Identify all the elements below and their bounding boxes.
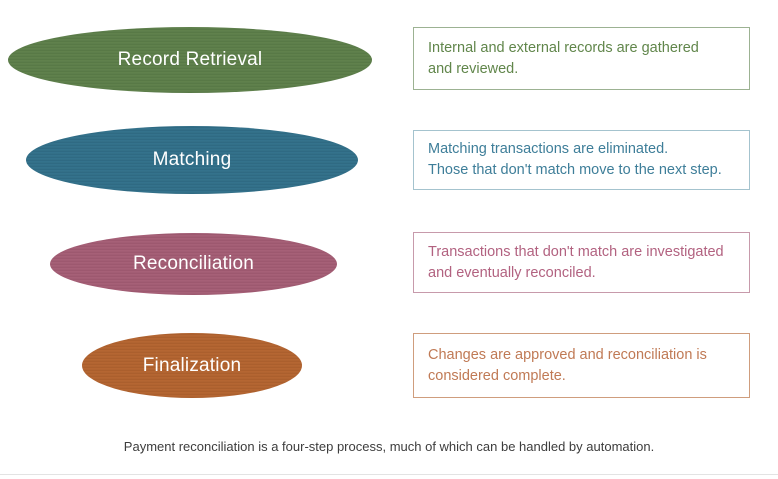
step-description-line: and eventually reconciled. (428, 264, 596, 281)
step-ellipse-matching: Matching (26, 126, 358, 194)
step-description-line: Changes are approved and reconciliation … (428, 346, 707, 363)
step-description-line: considered complete. (428, 367, 566, 384)
step-description-line: Those that don't match move to the next … (428, 162, 722, 178)
step-description-box-finalization: Changes are approved and reconciliation … (413, 333, 750, 398)
step-label-record-retrieval: Record Retrieval (117, 49, 263, 70)
step-description-box-reconciliation: Transactions that don't match are invest… (413, 232, 750, 293)
step-description-line: Transactions that don't match are invest… (428, 243, 724, 260)
step-label-reconciliation: Reconciliation (132, 253, 255, 274)
bottom-divider (0, 474, 778, 475)
step-ellipse-record-retrieval: Record Retrieval (8, 27, 372, 93)
diagram-caption: Payment reconciliation is a four-step pr… (123, 439, 655, 454)
step-description-line: and reviewed. (428, 60, 519, 77)
step-description-line: Internal and external records are gather… (428, 39, 699, 56)
step-description-box-matching: Matching transactions are eliminated. Th… (413, 130, 750, 190)
step-description-line: Matching transactions are eliminated. (428, 141, 669, 157)
step-description-box-record-retrieval: Internal and external records are gather… (413, 27, 750, 90)
step-ellipse-finalization: Finalization (82, 333, 302, 398)
step-label-finalization: Finalization (142, 354, 242, 376)
step-ellipse-reconciliation: Reconciliation (50, 233, 337, 295)
step-label-matching: Matching (152, 149, 232, 170)
